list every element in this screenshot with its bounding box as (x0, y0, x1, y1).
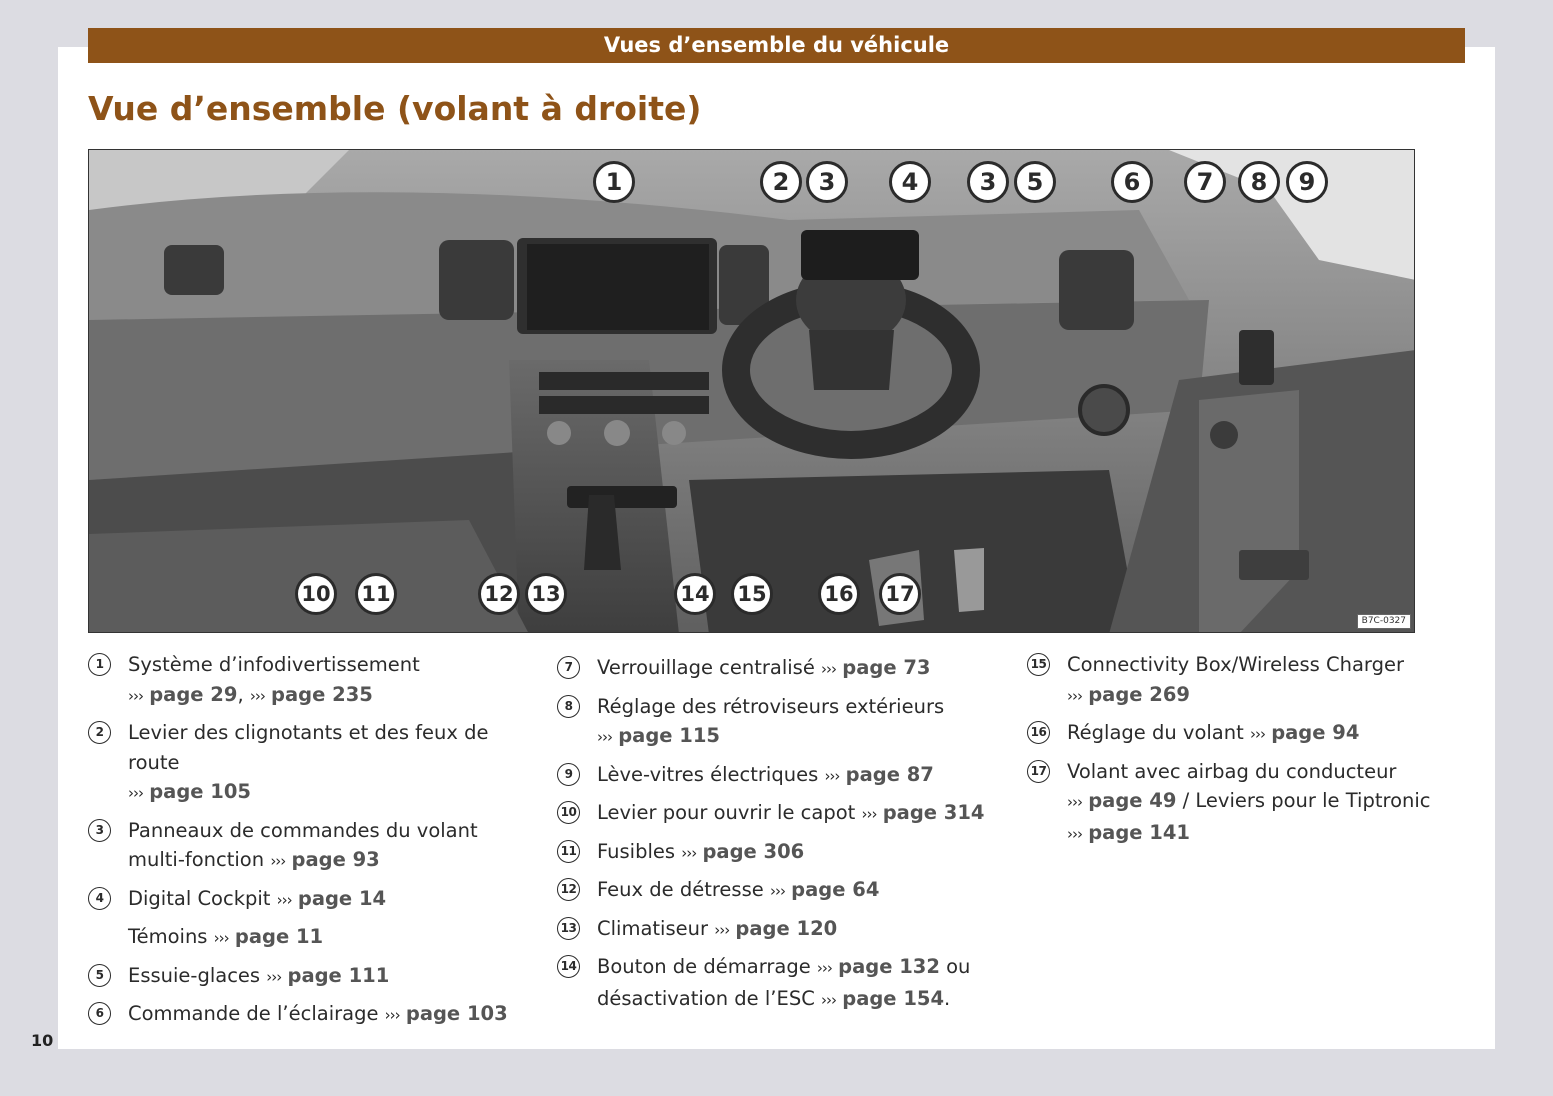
callout-2: 2 (760, 161, 802, 203)
legend-column-1: 1 Système d’infodivertissement ››› page … (88, 650, 538, 1038)
callout-16: 16 (818, 573, 860, 615)
legend-column-2: 7 Verrouillage centralisé ››› page 73 8 … (557, 653, 1007, 1022)
legend-column-3: 15 Connectivity Box/Wireless Charger ›››… (1027, 650, 1477, 856)
legend-item-15: 15 Connectivity Box/Wireless Charger ›››… (1027, 650, 1477, 711)
page-link[interactable]: page 105 (149, 780, 251, 803)
legend-item-4b: Témoins ››› page 11 (128, 925, 324, 948)
page-link[interactable]: page 120 (735, 916, 838, 940)
dashboard-illustration (89, 150, 1414, 632)
callout-17: 17 (879, 573, 921, 615)
legend-item-7: 7 Verrouillage centralisé ››› page 73 (557, 653, 1007, 685)
page-link[interactable]: page 29 (149, 682, 238, 706)
callout-11: 11 (355, 573, 397, 615)
callout-6: 6 (1111, 161, 1153, 203)
page-link[interactable]: page 269 (1088, 682, 1190, 706)
legend-item-11: 11 Fusibles ››› page 306 (557, 837, 1007, 869)
page-link[interactable]: page 111 (287, 963, 390, 987)
dashboard-photo: 1 2 3 4 3 5 6 7 8 9 10 11 12 13 14 15 16… (88, 149, 1415, 633)
page-link[interactable]: page 11 (234, 925, 324, 948)
callout-14: 14 (674, 573, 716, 615)
legend-item-17: 17 Volant avec airbag du conducteur ››› … (1027, 757, 1477, 850)
callout-15: 15 (731, 573, 773, 615)
legend-item-9: 9 Lève-vitres électriques ››› page 87 (557, 760, 1007, 792)
callout-4: 4 (889, 161, 931, 203)
page-link[interactable]: page 64 (791, 878, 880, 901)
legend-item-3: 3 Panneaux de commandes du volant multi-… (88, 816, 538, 877)
legend-item-16: 16 Réglage du volant ››› page 94 (1027, 718, 1477, 750)
callout-13: 13 (525, 573, 567, 615)
page-link[interactable]: page 132 (838, 955, 940, 978)
legend-item-2: 2 Levier des clignotants et des feux de … (88, 718, 538, 809)
callout-5: 5 (1014, 161, 1056, 203)
page-link[interactable]: page 115 (618, 724, 720, 747)
callout-1: 1 (593, 161, 635, 203)
callout-12: 12 (478, 573, 520, 615)
page-link[interactable]: page 103 (405, 1002, 508, 1025)
image-code: B7C-0327 (1356, 614, 1411, 629)
callout-3b: 3 (967, 161, 1009, 203)
legend-item-10: 10 Levier pour ouvrir le capot ››› page … (557, 798, 1007, 830)
legend-item-8: 8 Réglage des rétroviseurs extérieurs ››… (557, 692, 1007, 753)
page-link[interactable]: page 306 (702, 839, 805, 863)
page-link[interactable]: page 73 (842, 656, 931, 679)
legend-item-6: 6 Commande de l’éclairage ››› page 103 (88, 999, 538, 1031)
callout-3: 3 (806, 161, 848, 203)
legend-item-12: 12 Feux de détresse ››› page 64 (557, 875, 1007, 907)
legend-item-1: 1 Système d’infodivertissement ››› page … (88, 650, 538, 711)
page-link[interactable]: page 314 (882, 801, 985, 824)
page-link[interactable]: page 94 (1271, 721, 1360, 744)
page-link[interactable]: page 14 (297, 886, 387, 910)
callout-9: 9 (1286, 161, 1328, 203)
page-link[interactable]: page 49 (1088, 789, 1177, 812)
legend-item-5: 5 Essuie-glaces ››› page 111 (88, 961, 538, 993)
page-link[interactable]: page 141 (1088, 820, 1190, 844)
page-link[interactable]: page 154 (842, 986, 945, 1010)
callout-8: 8 (1238, 161, 1280, 203)
page-link[interactable]: page 235 (271, 682, 373, 706)
page-number: 10 (31, 1031, 54, 1050)
legend-item-4: 4 Digital Cockpit ››› page 14 (88, 884, 538, 916)
section-banner: Vues d’ensemble du véhicule (88, 28, 1465, 63)
page-title: Vue d’ensemble (volant à droite) (88, 89, 702, 128)
legend-item-14: 14 Bouton de démarrage ››› page 132 ou d… (557, 952, 1007, 1015)
legend-item-13: 13 Climatiseur ››› page 120 (557, 914, 1007, 946)
page-link[interactable]: page 93 (291, 848, 380, 871)
page-link[interactable]: page 87 (845, 762, 934, 786)
callout-7: 7 (1184, 161, 1226, 203)
callout-10: 10 (295, 573, 337, 615)
